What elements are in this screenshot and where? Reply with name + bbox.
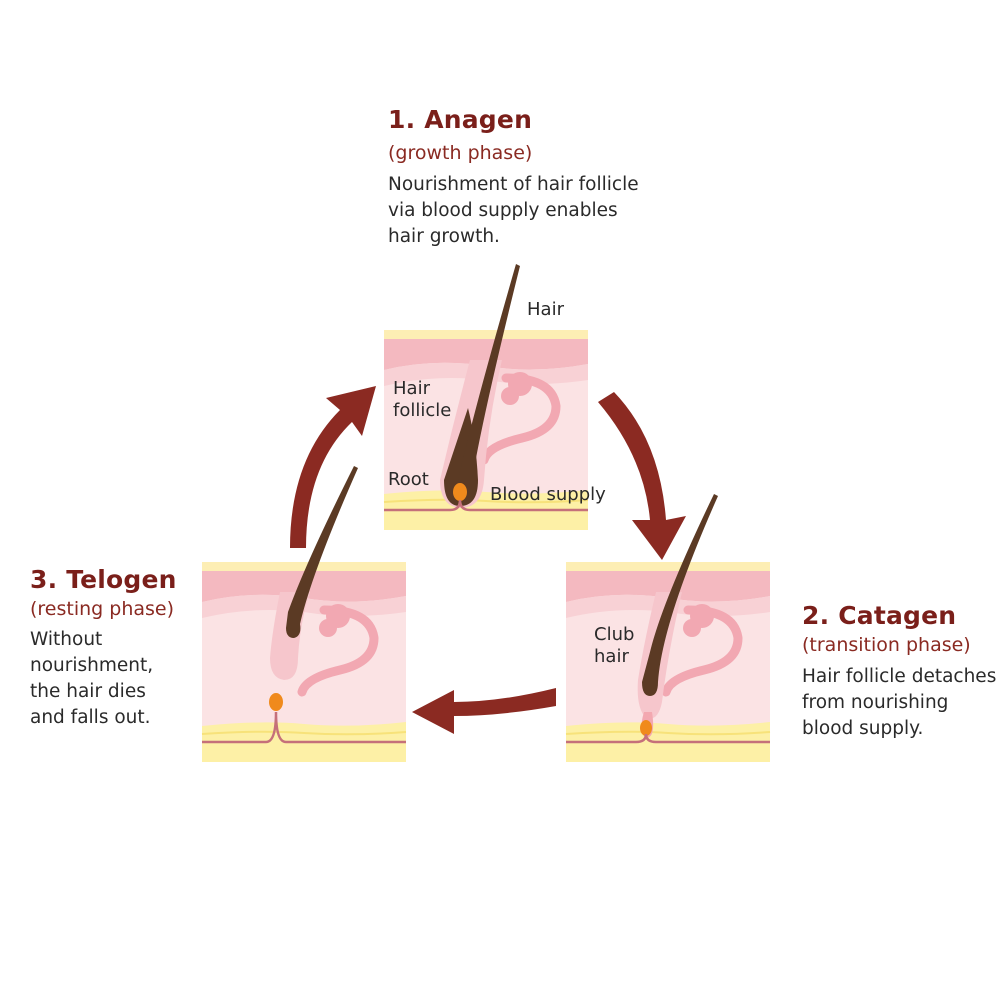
telogen-description-line: the hair dies [30,681,146,702]
telogen-description-line: nourishment, [30,655,154,676]
arrow-catagen-to-telogen [412,688,556,734]
telogen-panel [201,466,407,763]
arrow-anagen-to-catagen [598,392,686,560]
label-root: Root [388,469,429,490]
arrow-telogen-to-anagen [290,386,376,548]
anagen-subtitle: (growth phase) [388,142,533,164]
label-club-hair-line: Club [594,624,635,645]
anagen-description-line: Nourishment of hair follicle [388,174,639,195]
label-hair-follicle: Hair follicle [393,378,451,422]
catagen-description-line: Hair follicle detaches [802,666,997,687]
cycle-arrows [290,386,686,734]
catagen-description-line: blood supply. [802,718,924,739]
anagen-panel [383,264,589,531]
telogen-title: 3. Telogen [30,565,177,594]
label-club-hair-line: hair [594,646,629,667]
telogen-description-line: Without [30,629,103,650]
telogen-description: Without nourishment, the hair dies and f… [30,627,153,731]
label-blood-supply: Blood supply [490,484,606,505]
anagen-description-line: via blood supply enables [388,200,618,221]
anagen-title: 1. Anagen [388,105,533,134]
label-club-hair: Club hair [594,624,634,668]
label-hair-follicle-line: Hair [393,378,430,399]
catagen-description: Hair follicle detaches from nourishing b… [802,664,996,742]
catagen-description-line: from nourishing [802,692,949,713]
label-hair-follicle-line: follicle [393,400,452,421]
telogen-description-line: and falls out. [30,707,151,728]
label-hair: Hair [527,299,564,320]
catagen-panel [565,494,771,763]
anagen-description: Nourishment of hair follicle via blood s… [388,172,639,250]
telogen-subtitle: (resting phase) [30,598,175,620]
catagen-title: 2. Catagen [802,601,957,630]
anagen-description-line: hair growth. [388,226,500,247]
catagen-subtitle: (transition phase) [802,634,971,656]
